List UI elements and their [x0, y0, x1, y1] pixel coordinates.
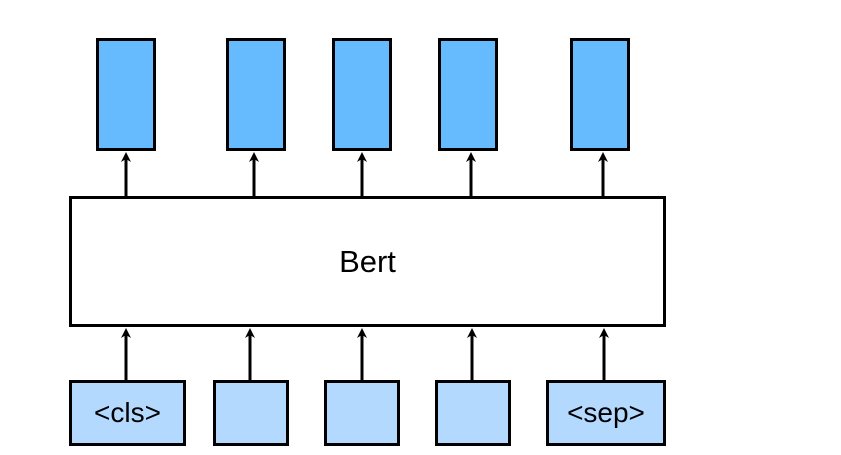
bert-block: Bert — [69, 196, 666, 327]
output-box-3 — [332, 38, 392, 151]
input-box-3 — [324, 380, 400, 446]
output-box-4 — [438, 38, 498, 151]
input-box-sep: <sep> — [546, 380, 666, 446]
input-box-4 — [435, 380, 511, 446]
input-box-2 — [213, 380, 289, 446]
input-box-cls: <cls> — [69, 380, 186, 446]
output-box-2 — [226, 38, 286, 151]
bert-label: Bert — [339, 243, 396, 279]
output-box-5 — [570, 38, 630, 151]
output-box-1 — [96, 38, 156, 151]
